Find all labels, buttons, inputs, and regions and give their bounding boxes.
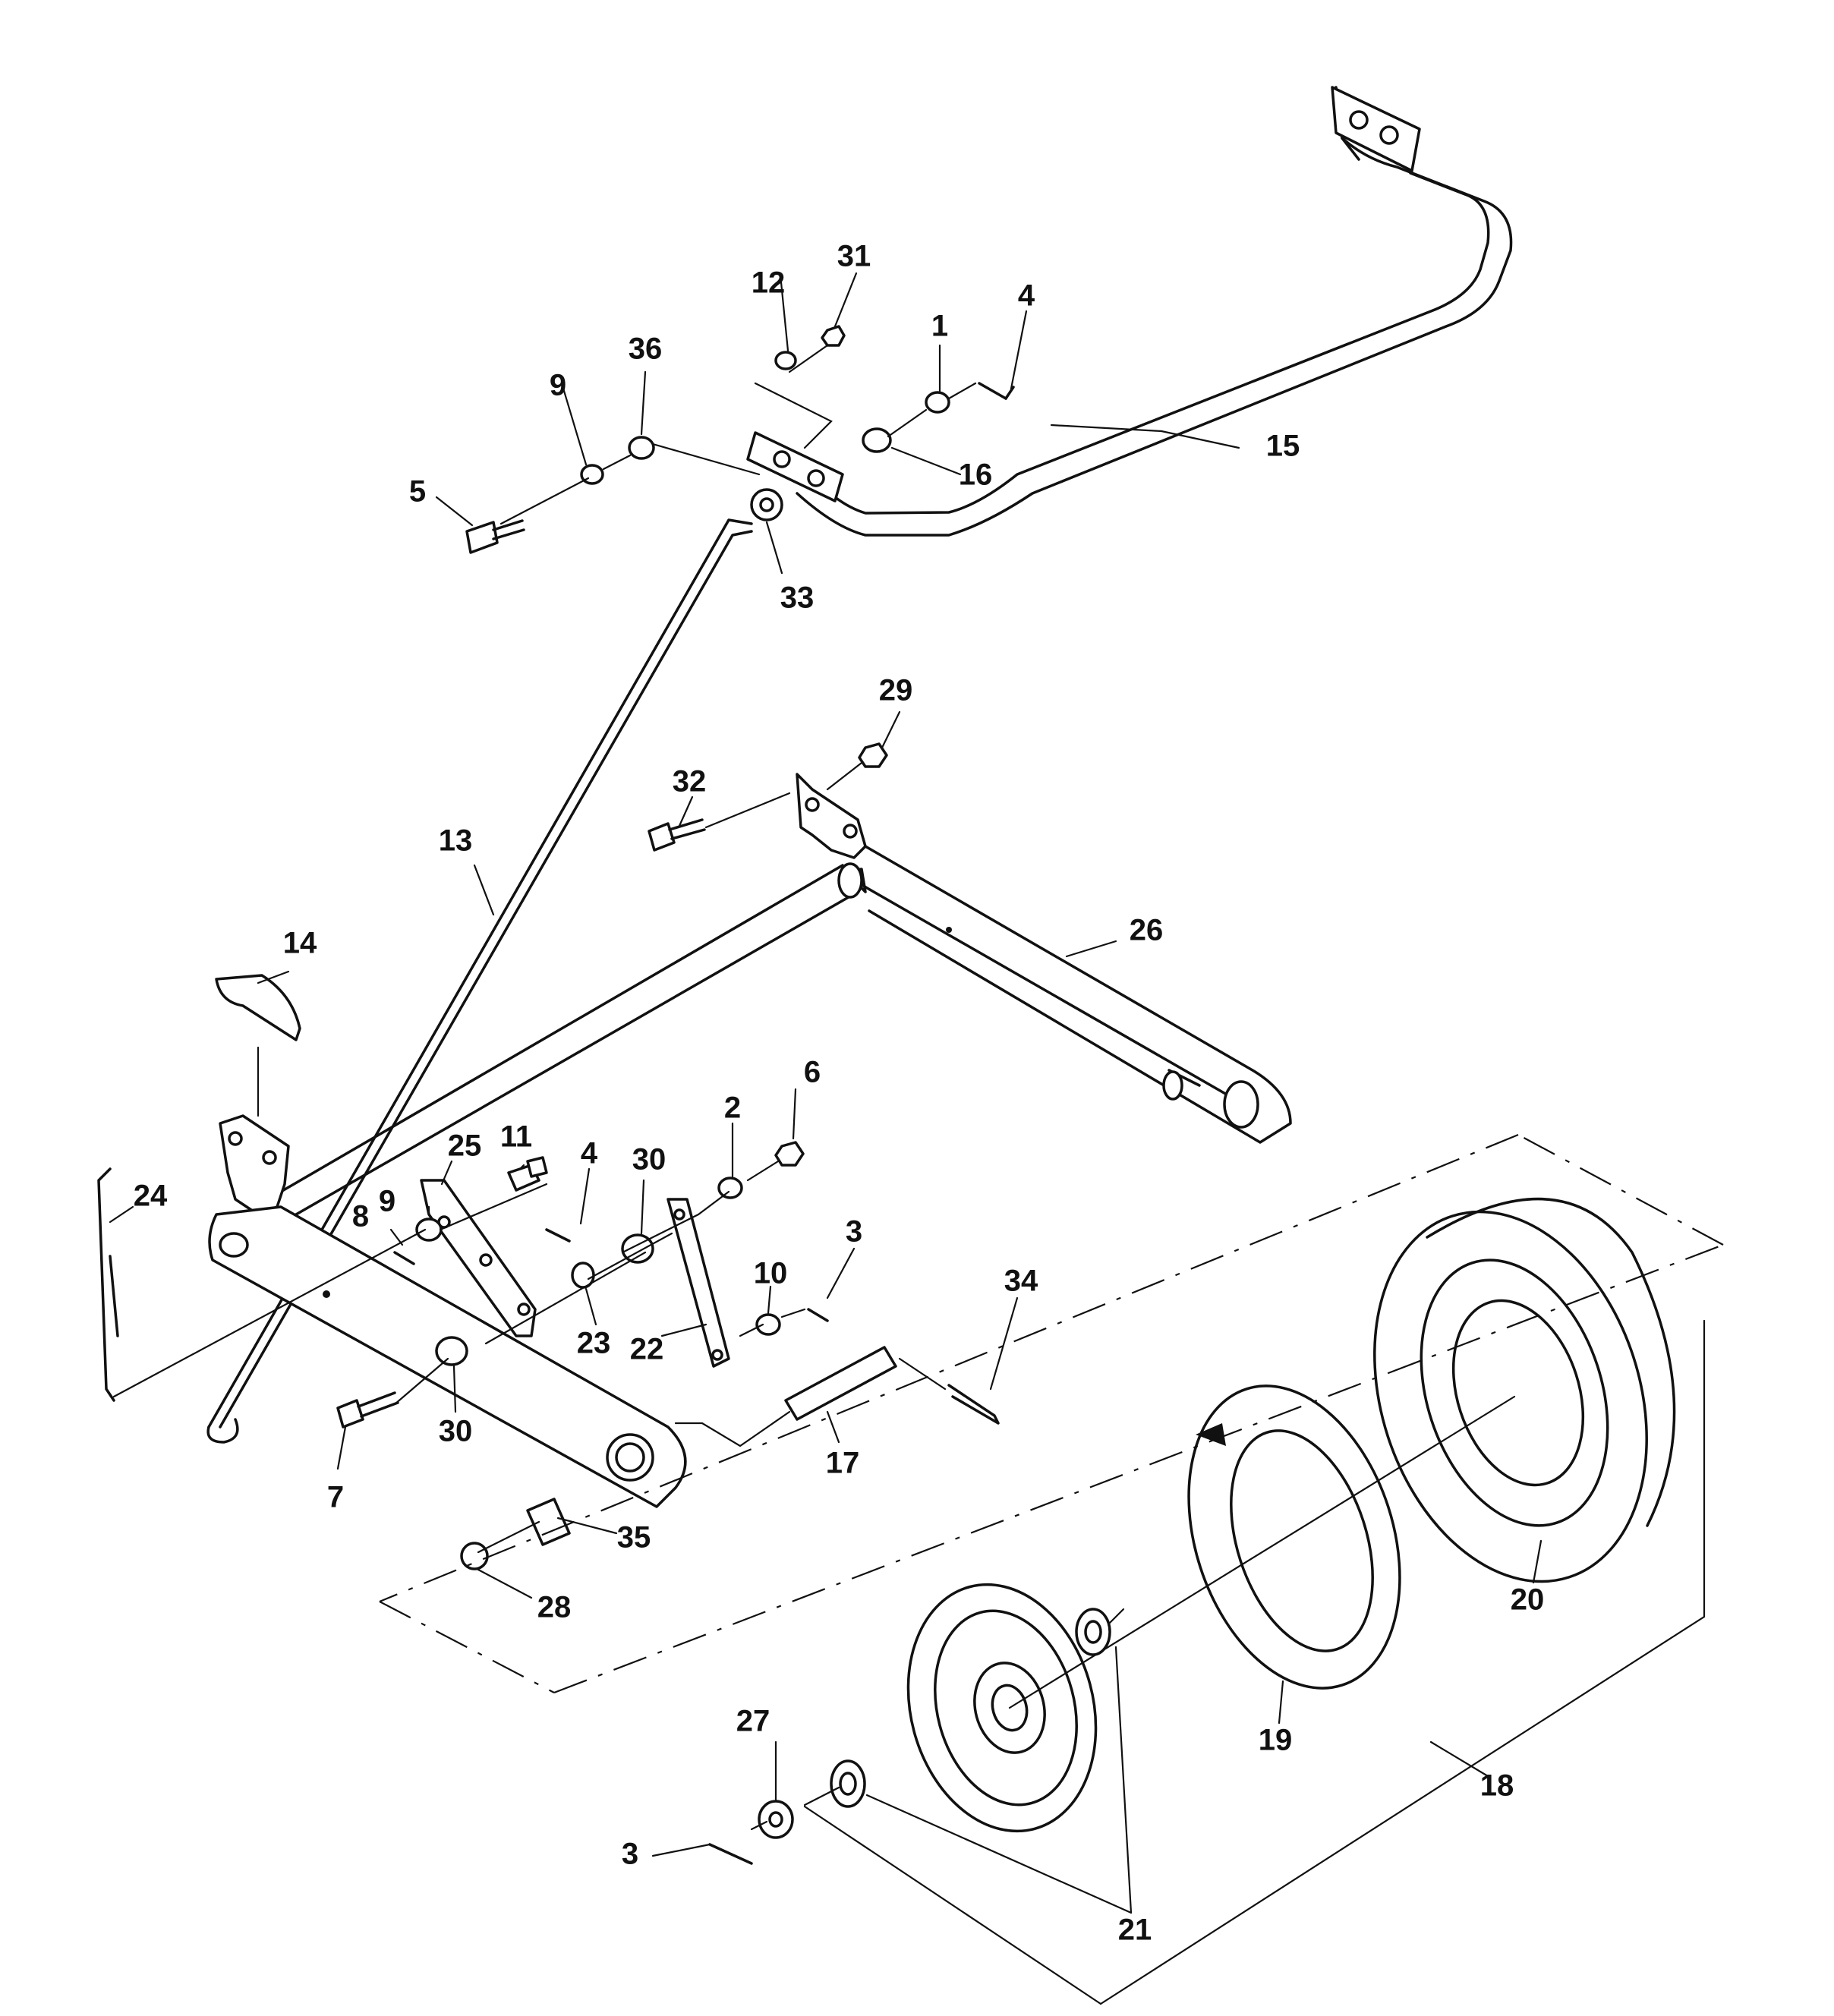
callout-26: 26	[1130, 914, 1164, 947]
callout-13: 13	[439, 824, 473, 858]
callout-28: 28	[537, 1591, 572, 1624]
callout-3: 3	[622, 1838, 638, 1871]
callout-15: 15	[1266, 430, 1300, 463]
front-bracket	[208, 1114, 687, 1508]
callout-19: 19	[1259, 1724, 1293, 1757]
callout-29: 29	[879, 674, 913, 707]
callout-labels: 1 2 3 3 4 4 5 6 7 8 9 9 10 11 12 13 14 1…	[134, 240, 1545, 1947]
callout-1: 1	[931, 310, 948, 343]
callout-30: 30	[439, 1415, 473, 1448]
control-rod	[206, 518, 753, 1444]
callout-22: 22	[630, 1333, 664, 1366]
wheel-rim	[830, 1583, 1111, 1833]
callout-35: 35	[617, 1521, 651, 1555]
callout-31: 31	[837, 240, 871, 273]
handle-bar	[746, 86, 1513, 537]
hardware-parts	[97, 325, 1015, 1865]
callout-18: 18	[1480, 1769, 1514, 1803]
tube	[1187, 1384, 1401, 1690]
callout-24: 24	[134, 1180, 168, 1213]
callout-33: 33	[780, 581, 815, 615]
callout-36: 36	[629, 332, 663, 366]
callout-12: 12	[752, 266, 786, 300]
callout-4: 4	[581, 1137, 598, 1170]
callout-20: 20	[1511, 1583, 1545, 1617]
callout-2: 2	[724, 1091, 741, 1125]
assembly-lines	[112, 344, 1724, 2005]
callout-25: 25	[448, 1129, 482, 1163]
callout-4: 4	[1018, 279, 1035, 313]
callout-30: 30	[632, 1143, 666, 1177]
callout-10: 10	[754, 1257, 788, 1290]
leader-lines	[109, 272, 1543, 1914]
callout-17: 17	[826, 1447, 860, 1480]
callout-34: 34	[1004, 1265, 1038, 1298]
callout-14: 14	[283, 927, 317, 960]
callout-23: 23	[577, 1327, 611, 1360]
callout-8: 8	[352, 1200, 369, 1233]
callout-11: 11	[500, 1120, 532, 1154]
callout-9: 9	[550, 369, 566, 402]
callout-32: 32	[673, 765, 707, 799]
tire	[1373, 1197, 1676, 1583]
callout-7: 7	[327, 1481, 344, 1514]
callout-16: 16	[959, 458, 993, 492]
callout-3: 3	[846, 1215, 862, 1249]
callout-21: 21	[1118, 1914, 1152, 1947]
callout-5: 5	[409, 475, 426, 509]
axle-frame	[279, 773, 1292, 1216]
callout-6: 6	[804, 1056, 821, 1089]
callout-27: 27	[736, 1705, 770, 1738]
callout-9: 9	[379, 1185, 395, 1218]
